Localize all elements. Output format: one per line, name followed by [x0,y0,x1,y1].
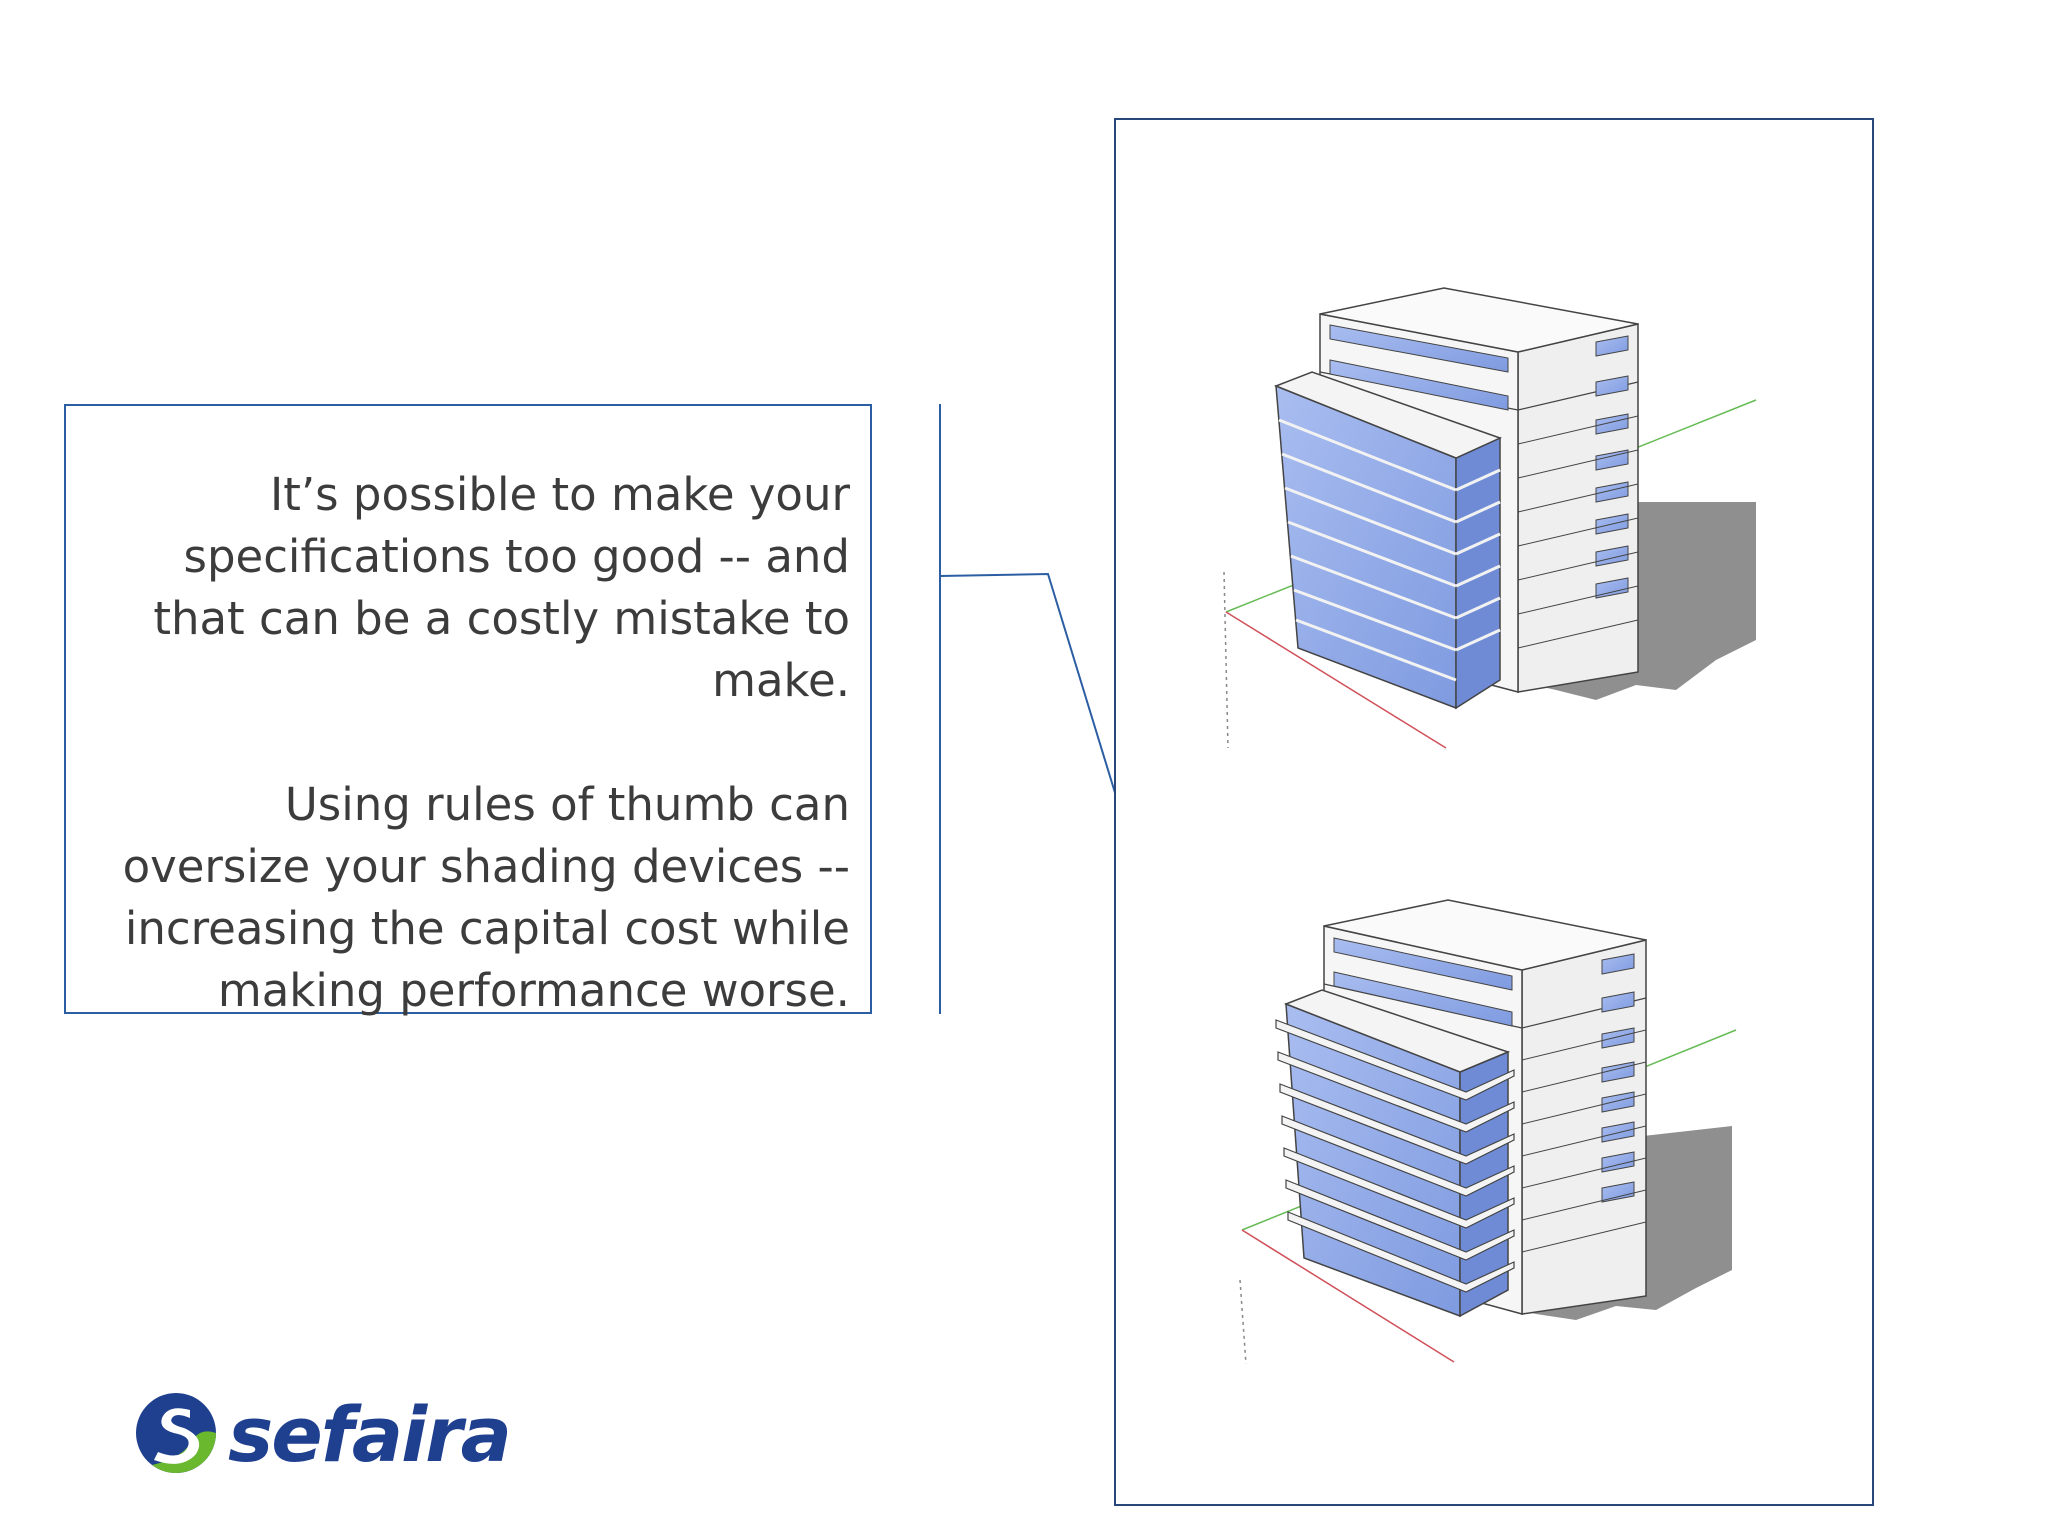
sefaira-logo-mark-icon [136,1393,216,1473]
callout-paragraph-1: It’s possible to make your specification… [153,468,850,707]
figure-panel [1114,118,1874,1506]
sefaira-logo: sefaira [132,1388,512,1479]
callout-box: It’s possible to make your specification… [64,404,872,1017]
logo-wordmark: sefaira [228,1390,512,1479]
callout-text: It’s possible to make your specification… [90,464,850,1022]
callout-paragraph-2: Using rules of thumb can oversize your s… [122,778,850,1017]
building-models-illustration [1223,287,1757,1365]
building-model-bottom [1239,899,1737,1365]
building-model-top [1223,287,1757,749]
